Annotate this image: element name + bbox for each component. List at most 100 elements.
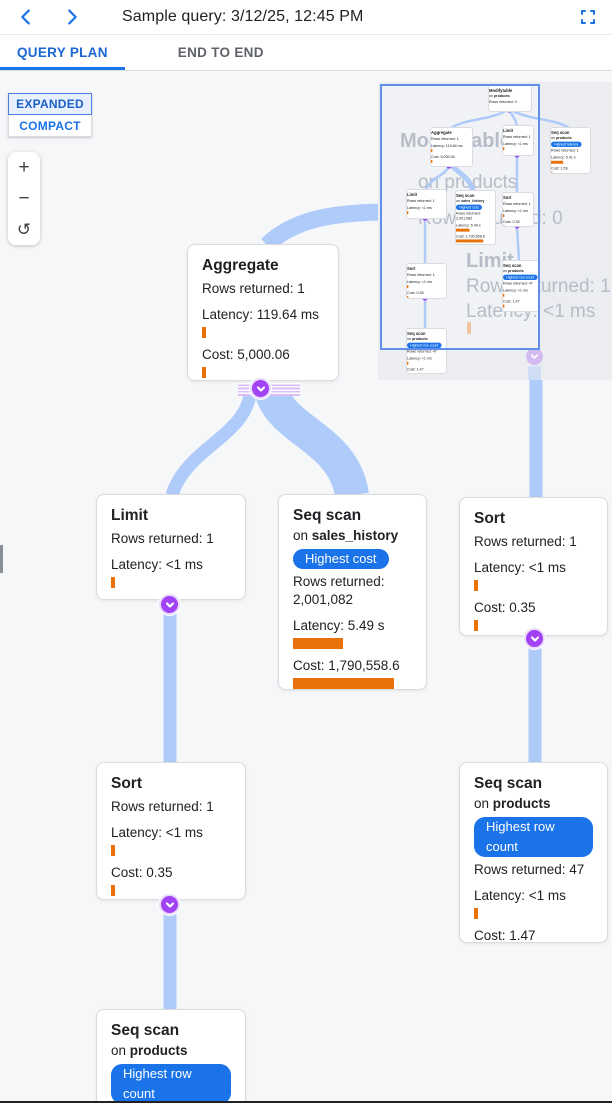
node-rows: Rows returned: 1	[111, 531, 214, 546]
node-cost: Cost: 5,000.06	[431, 154, 455, 159]
node-table: on products	[551, 135, 572, 140]
back-button[interactable]	[12, 3, 40, 31]
node-title: Sort	[474, 510, 505, 527]
node-cost: Cost: 0.35	[111, 865, 173, 880]
node-rows: Rows returned: 1	[407, 198, 435, 203]
reset-icon: ↺	[16, 219, 32, 239]
node-title: Sort	[407, 266, 416, 271]
node-title: Modifytable	[489, 88, 513, 93]
node-title: Seq scan	[474, 775, 543, 792]
node-rows: Rows returned: 1	[431, 136, 459, 141]
fullscreen-button[interactable]	[574, 3, 602, 31]
node-rows: Rows returned: 47	[503, 281, 533, 286]
node-rows: Rows returned: 47	[407, 349, 437, 354]
latency-bar	[551, 160, 564, 164]
node-latency: Latency: 5.49 s	[293, 618, 385, 633]
node-title: Sort	[111, 775, 142, 792]
tab-bar: QUERY PLAN END TO END	[0, 35, 612, 71]
latency-bar	[407, 211, 409, 215]
cost-bar	[407, 372, 409, 373]
minus-icon: −	[18, 187, 30, 209]
node-cost: Cost: 1,790,558.6	[293, 658, 400, 673]
node-badge: Highest row count	[407, 342, 442, 349]
node-cost: Cost: 0.35	[474, 600, 536, 615]
zoom-controls: + − ↺	[8, 152, 40, 245]
expanded-button[interactable]: EXPANDED	[8, 93, 92, 115]
node-table: on sales_history	[456, 198, 485, 203]
node-latency: Latency: 5.41 s	[551, 155, 576, 160]
node-cost: Cost: 1,790,558.6	[456, 234, 485, 239]
latency-bar	[111, 845, 115, 856]
chevron-down-icon	[256, 385, 265, 392]
node-latency: Latency: <1 ms	[503, 208, 528, 213]
chevron-down-icon	[165, 601, 174, 608]
latency-bar	[474, 580, 478, 591]
fullscreen-icon	[581, 10, 595, 24]
chevron-down-icon	[165, 901, 174, 908]
node-table: on sales_history	[293, 528, 399, 543]
node-table: on products	[111, 1043, 188, 1058]
latency-bar	[293, 638, 343, 649]
cost-bar	[111, 885, 115, 896]
node-latency: Latency: <1 ms	[474, 560, 566, 575]
node-rows: Rows returned: 1	[503, 134, 531, 139]
ghost-limit-title: Limit	[466, 250, 514, 272]
node-rows: Rows returned: 1	[407, 272, 435, 277]
minimap[interactable]: Modifytable on products Rows returned: 0…	[378, 82, 612, 380]
latency-bar	[111, 577, 115, 588]
reset-view-button[interactable]: ↺	[8, 214, 40, 245]
node-title: Aggregate	[202, 257, 279, 274]
ghost-latency-bar	[467, 322, 471, 334]
node-latency: Latency: <1 ms	[407, 356, 432, 361]
node-cost: Cost: 1.59	[551, 166, 568, 171]
latency-bar	[503, 293, 505, 297]
compact-button[interactable]: COMPACT	[8, 115, 92, 137]
node-latency: Latency: <1 ms	[474, 888, 566, 903]
node-table: on products	[407, 336, 428, 341]
cost-bar	[503, 224, 505, 226]
zoom-in-button[interactable]: +	[8, 152, 40, 183]
sort-left-collapse-button[interactable]	[159, 894, 180, 915]
node-latency: Latency: <1 ms	[111, 557, 203, 572]
latency-bar	[474, 908, 478, 919]
node-rows: Rows returned: 1	[503, 201, 531, 206]
left-scrollbar-thumb[interactable]	[0, 545, 3, 573]
node-badge: Highest row count	[474, 817, 593, 857]
tab-end-to-end[interactable]: END TO END	[177, 45, 264, 60]
plus-icon: +	[18, 156, 30, 178]
zoom-out-button[interactable]: −	[8, 183, 40, 214]
limit-collapse-button[interactable]	[159, 594, 180, 615]
sort-right-collapse-button[interactable]	[524, 628, 545, 649]
node-rows: Rows returned: 2,001,082	[293, 574, 385, 607]
forward-button[interactable]	[58, 3, 86, 31]
node-latency: Latency: 119.64 ms	[431, 143, 463, 148]
aggregate-collapse-button[interactable]	[250, 378, 271, 399]
node-cost: Cost: 1.47	[407, 367, 424, 372]
tab-query-plan[interactable]: QUERY PLAN	[0, 35, 125, 70]
node-badge: Highest row count	[111, 1064, 231, 1101]
node-title: Seq scan	[503, 263, 522, 268]
latency-bar	[456, 228, 470, 232]
node-cost: Cost: 0.35	[407, 290, 424, 295]
ghost-collapse-icon	[526, 348, 543, 365]
node-latency: Latency: <1 ms	[503, 141, 528, 146]
cost-bar	[456, 239, 484, 243]
node-title: Sort	[503, 195, 512, 200]
chevron-left-icon	[21, 9, 30, 25]
node-cost: Cost: 5,000.06	[202, 347, 290, 362]
cost-bar	[293, 678, 394, 689]
node-latency: Latency: <1 ms	[407, 205, 432, 210]
node-badge: Highest cost	[456, 204, 482, 211]
